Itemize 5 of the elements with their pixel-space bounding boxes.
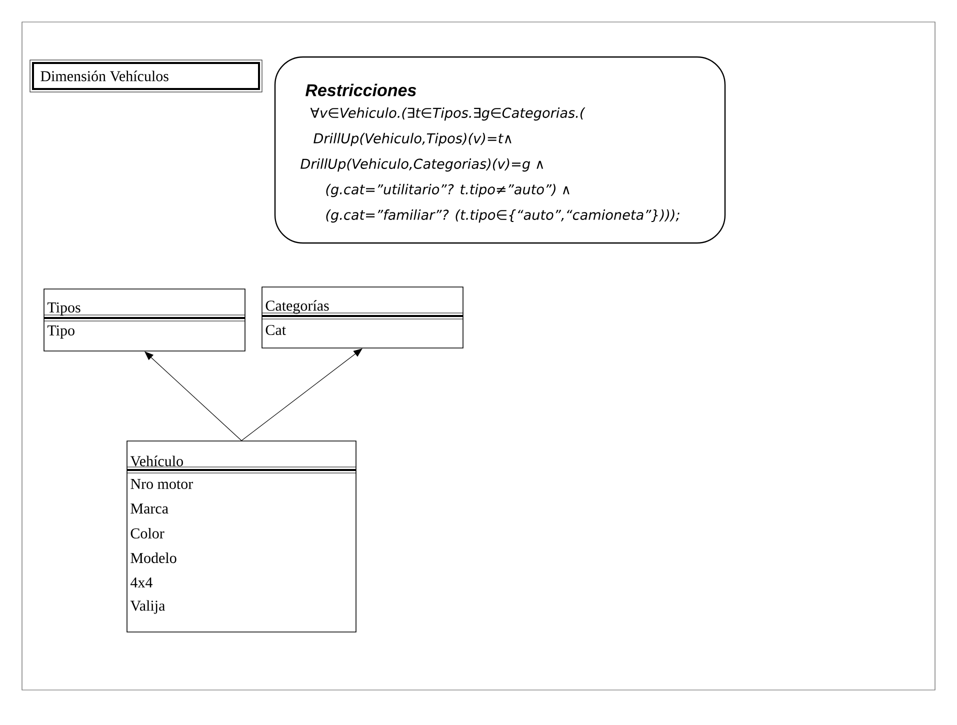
title-box: Dimensión Vehículos [30, 60, 262, 92]
class-box: Categorías Cat [262, 286, 464, 348]
class-box: Tipos Tipo [44, 288, 246, 352]
class-box: Vehículo Nro motor Marca Color Modelo 4x4 Valija [126, 440, 356, 632]
constraint-box: Restricciones ∀v∈Vehiculo.(∃t∈Tipos.∃g∈Categorias.( DrillUp(Vehiculo,Tipos)(v)=t∧ DrillUp(Vehiculo,Categorias)(v)=g ∧ (g.cat=”utilitario”? t.tipo≠”auto”) ∧ (g.cat=”familiar”? (t.tipo∈{“auto”,“camioneta”}))); [274, 56, 726, 244]
